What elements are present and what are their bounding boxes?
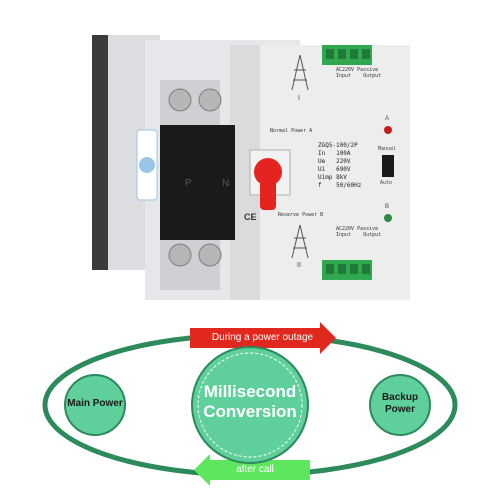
ce-mark: CE	[244, 212, 257, 222]
indicator-b-led	[384, 214, 392, 222]
roman-bottom-label: II	[297, 262, 301, 269]
spec-block: ZGQ5-100/2P In 100A Ue 220V Ui 690V Uimp…	[318, 142, 362, 189]
indicator-a-label: A	[385, 116, 390, 122]
ats-switch-illustration	[92, 35, 410, 300]
red-selector-knob[interactable]	[249, 149, 291, 210]
front-cover-panel	[160, 125, 235, 240]
top-arrow	[190, 322, 336, 354]
n-label: N	[222, 178, 230, 189]
main-power-label: Main Power	[67, 398, 123, 409]
transmission-tower-icon	[291, 54, 309, 259]
main-power-node	[64, 374, 126, 436]
backup-power-node	[369, 374, 431, 436]
manual-auto-switch[interactable]	[382, 155, 394, 177]
conversion-diagram	[42, 322, 458, 486]
roman-top-label: I	[298, 95, 300, 102]
manual-label: Manual	[378, 146, 397, 152]
bottom-terminal-labels: AC220V Passive Input Output	[336, 226, 382, 238]
bottom-arrow	[194, 454, 310, 486]
top-terminal-block	[322, 45, 372, 65]
auto-label: Auto	[380, 180, 393, 186]
normal-power-label: Normal Power A	[270, 128, 313, 134]
top-arrow-label: During a power outage	[211, 332, 314, 343]
center-node-label: Millisecond Conversion	[203, 382, 297, 421]
top-terminal-labels: AC220V Passive Input Output	[336, 67, 382, 79]
center-node	[191, 346, 309, 464]
indicator-a-led	[384, 126, 392, 134]
bottom-arrow-label: after call	[236, 464, 274, 475]
bottom-terminal-block	[322, 260, 372, 280]
reserve-power-label: Reserve Power B	[278, 212, 324, 218]
backup-power-label: Backup Power	[381, 392, 419, 415]
p-label: P	[185, 178, 192, 189]
indicator-b-label: B	[385, 204, 390, 210]
